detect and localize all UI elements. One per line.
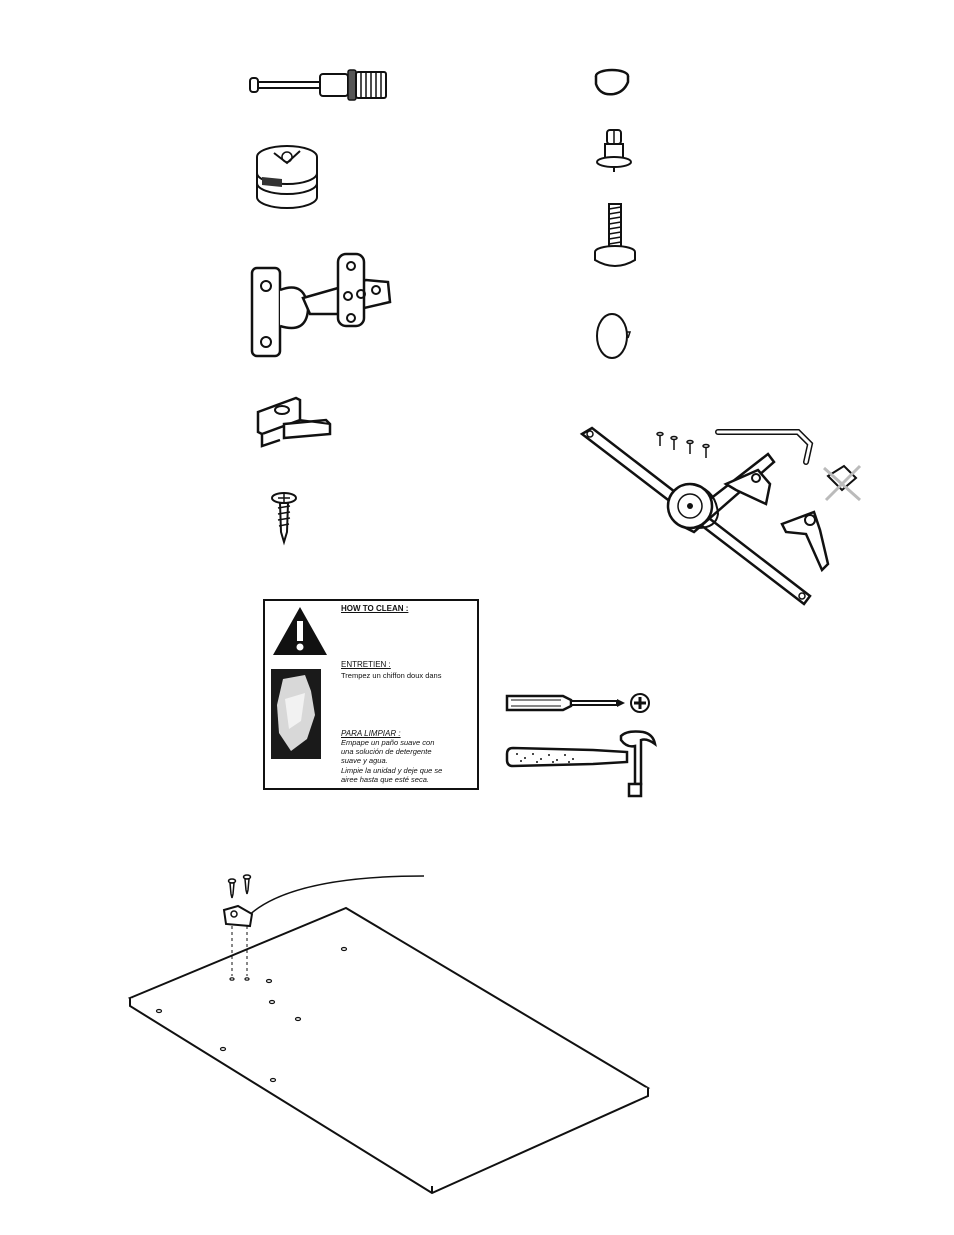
care-heading-en: HOW TO CLEAN : xyxy=(341,604,408,613)
care-text-es-5: airee hasta que esté seca. xyxy=(341,775,429,784)
care-text-fr: Trempez un chiffon doux dans xyxy=(341,671,441,680)
leveling-foot-icon xyxy=(590,200,640,275)
cam-lock-icon xyxy=(254,143,320,213)
dowel-post-icon xyxy=(595,128,635,174)
care-heading-fr: ENTRETIEN : xyxy=(341,660,391,669)
care-text-es-1: Empape un paño suave con xyxy=(341,738,434,747)
lid-stay-kit-icon xyxy=(578,424,868,609)
care-text-es-2: una solución de detergente xyxy=(341,747,432,756)
care-heading-es: PARA LIMPIAR : xyxy=(341,729,401,738)
wood-screw-icon xyxy=(270,490,300,545)
cover-cap-icon xyxy=(594,310,634,362)
care-text-es-3: suave y agua. xyxy=(341,756,388,765)
concealed-hinge-icon xyxy=(248,250,393,360)
shelf-support-clip-icon xyxy=(256,394,336,449)
warning-icon xyxy=(271,605,329,657)
bumper-pad-icon xyxy=(592,68,632,100)
care-instructions-card: HOW TO CLEAN : ENTRETIEN : Trempez un ch… xyxy=(263,599,479,790)
cloth-photo xyxy=(271,669,321,759)
cam-bolt-icon xyxy=(248,66,393,106)
assembly-step-diagram xyxy=(128,868,668,1193)
phillips-screwdriver-icon xyxy=(503,690,653,716)
care-text-es-4: Limpie la unidad y deje que se xyxy=(341,766,442,775)
hammer-icon xyxy=(503,726,663,798)
